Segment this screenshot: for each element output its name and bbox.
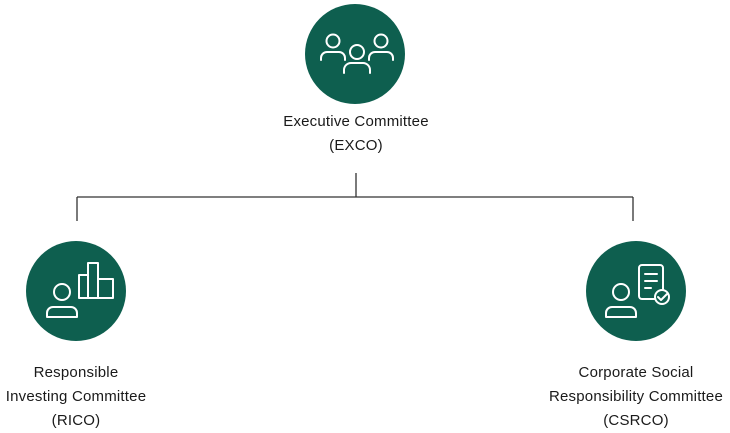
csrco-label: Corporate Social Responsibility Committe… [521, 361, 730, 433]
csrco-label-line2: Responsibility Committee [548, 388, 724, 405]
exco-label: Executive Committee (EXCO) [256, 110, 456, 158]
exco-node-circle [305, 4, 405, 104]
rico-node-circle [26, 241, 126, 341]
rico-label: Responsible Investing Committee (RICO) [0, 361, 176, 433]
rico-label-line2: Investing Committee [5, 388, 147, 405]
person-checklist-icon [605, 264, 670, 318]
person-bar-chart-icon [46, 262, 114, 318]
csrco-node-circle [586, 241, 686, 341]
rico-label-line1: Responsible [33, 364, 119, 381]
exco-label-line1: Executive Committee [283, 113, 429, 130]
exco-label-line2: (EXCO) [329, 137, 383, 154]
csrco-label-line1: Corporate Social [578, 364, 694, 381]
rico-label-line3: (RICO) [51, 412, 101, 429]
csrco-label-line3: (CSRCO) [603, 412, 669, 429]
group-people-icon [320, 33, 394, 74]
